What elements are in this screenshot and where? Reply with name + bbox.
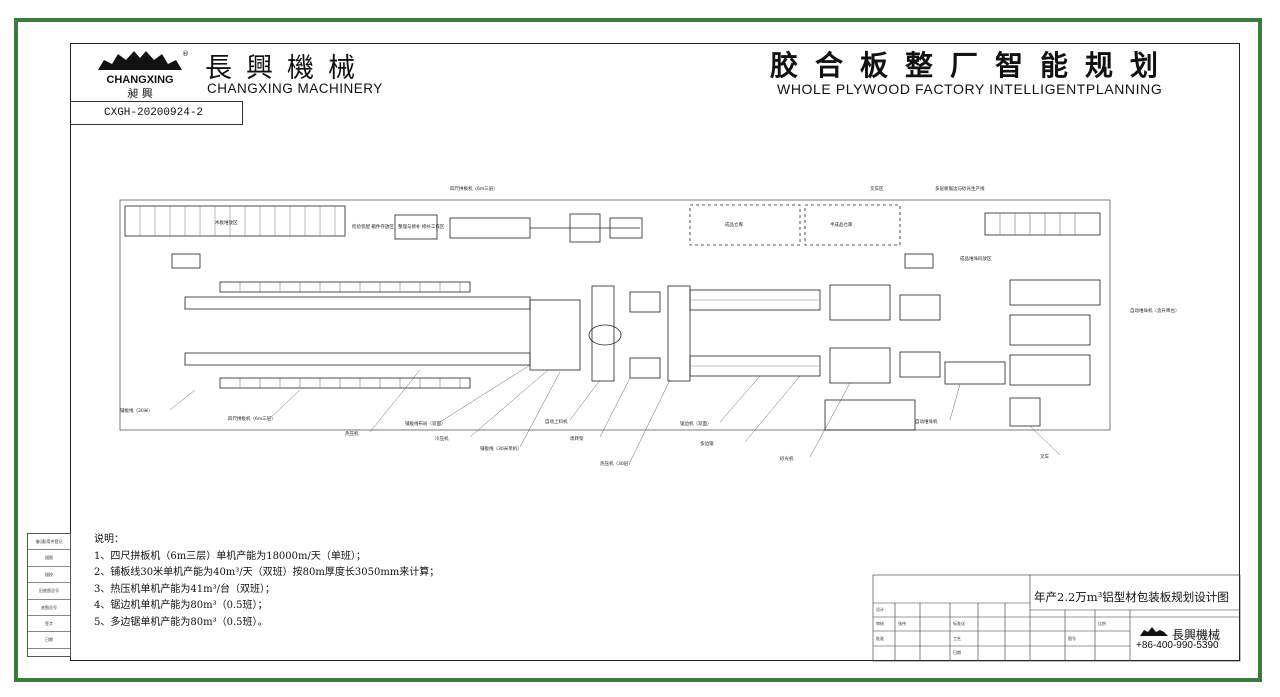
side-cell: 借(通)用件登记 <box>28 534 70 551</box>
hot-press-right <box>667 285 691 382</box>
callout-13: 自动堆垛机 <box>915 418 938 425</box>
brand-cn: 長興機械 <box>205 53 369 84</box>
svg-text:®: ® <box>182 50 189 58</box>
title-block-phone: +86-400-990-5390 <box>1136 640 1219 651</box>
label-right-2: 多层板锯边与砂光生产线 <box>935 185 985 192</box>
side-cell: 签字 <box>28 616 70 633</box>
tb-cell: 张伟 <box>898 621 906 626</box>
edge-saw-upper <box>829 284 891 321</box>
label-right-side: 自动堆垛机（含升降台） <box>1130 307 1180 314</box>
note-item: 5、多边锯单机产能为80m³（0.5班）。 <box>94 616 268 628</box>
forklift-left <box>171 253 201 269</box>
label-right-1: 叉车区 <box>870 185 884 192</box>
stacking-area-upper <box>1009 279 1101 306</box>
note-item: 4、锯边机单机产能为80m³（0.5班）； <box>94 600 268 611</box>
title-block-logo-icon <box>1140 627 1168 636</box>
callout-10: 锯边机（双面） <box>680 420 712 427</box>
side-registration-table: 借(通)用件登记 描图 描校 旧底图总号 底图总号 签字 日期 <box>27 533 71 657</box>
callout-3: 热压机 <box>345 430 359 437</box>
laying-line-upper-conveyor <box>184 296 531 310</box>
turntable <box>588 324 622 346</box>
cold-press-block <box>529 299 581 371</box>
callout-9: 热压机（30层） <box>600 460 633 467</box>
label-inspect-area: 检验装配 箱件存放区 <box>352 223 394 230</box>
plant-boundary <box>119 199 1111 431</box>
callout-2: 四尺拼板机（6m三层） <box>228 415 276 422</box>
brand-en: CHANGXING MACHINERY <box>207 81 383 96</box>
callout-4: 铺板线布局（双面） <box>405 420 446 427</box>
page-title-en: WHOLE PLYWOOD FACTORY INTELLIGENTPLANNIN… <box>777 81 1163 97</box>
callout-1: 铺板线（30米） <box>120 407 153 414</box>
forklift-right <box>904 253 934 269</box>
laying-line-lower-conveyor <box>184 352 531 366</box>
side-cell: 描图 <box>28 550 70 567</box>
drawing-number: CXGH-20200924-2 <box>71 101 243 125</box>
callout-5: 冷压机 <box>435 435 449 442</box>
laying-line-lower-belt <box>219 377 471 389</box>
note-item: 1、四尺拼板机（6m三层）单机产能为18000m/天（单班）； <box>94 550 366 562</box>
semi-finished-warehouse <box>804 204 901 246</box>
callout-7: 自动上料机 <box>545 418 568 425</box>
outer-green-frame <box>14 18 1262 682</box>
title-block-title: 年产2.2万m³铝型材包装板规划设计图 <box>1034 590 1229 604</box>
finished-warehouse <box>689 204 801 246</box>
laying-line-upper-belt <box>219 281 471 293</box>
logo-text: CHANGXING <box>106 74 173 86</box>
note-item: 2、铺板线30米单机产能为40m³/天（双班）按80m厚度长3050mm来计算； <box>94 567 440 578</box>
callout-11: 多边锯 <box>700 440 714 447</box>
four-ft-machine <box>449 217 531 239</box>
tb-cell: 设计 <box>876 607 884 612</box>
notes-heading: 说明： <box>94 534 124 545</box>
side-cell: 日期 <box>28 632 70 649</box>
label-right-3: 成品堆垛码放区 <box>960 255 992 262</box>
label-mid-area-2: 半成品仓库 <box>830 221 853 228</box>
title-block-company: 長興機械 <box>1172 628 1221 642</box>
side-cell: 旧底图总号 <box>28 583 70 600</box>
tb-cell: 工艺 <box>953 636 961 641</box>
callout-8: 周转架 <box>570 435 584 442</box>
tb-cell: 标准化 <box>953 621 965 626</box>
sanding-line <box>984 212 1101 236</box>
changxing-gear-logo-icon: CHANGXING 昶 興 ® <box>98 50 189 100</box>
tb-cell: 比例 <box>1098 621 1106 626</box>
callout-14: 叉车 <box>1040 453 1049 460</box>
label-four-ft-machine: 四尺拼板机（6m三层） <box>450 185 498 192</box>
auxiliary-equipment <box>824 399 916 431</box>
notes-block: 说明： 1、四尺拼板机（6m三层）单机产能为18000m/天（单班）； 2、铺板… <box>94 532 439 631</box>
tb-cell: 图号 <box>1068 636 1076 641</box>
hot-press-left <box>591 285 615 382</box>
side-cell: 描校 <box>28 567 70 584</box>
note-item: 3、热压机单机产能为41m³/台（双班）； <box>94 583 275 595</box>
edge-saw-lower <box>829 347 891 384</box>
side-cell: 底图总号 <box>28 600 70 616</box>
logo-sub: 昶 興 <box>127 87 153 100</box>
page-title-cn: 胶合板整厂智能规划 <box>770 49 1176 82</box>
tb-cell: 审核 <box>876 621 884 626</box>
label-repair-area: 整理与修补 修补工作区 <box>398 223 445 230</box>
tb-cell: 日期 <box>953 650 961 655</box>
tb-cell: 批准 <box>876 636 884 641</box>
repair-area-box <box>394 214 438 240</box>
label-top-left-area: 木板堆放区 <box>215 219 238 226</box>
callout-6: 铺板线（30米单机） <box>480 445 522 452</box>
storage-block <box>124 205 346 237</box>
drawing-sheet-border <box>70 43 1240 661</box>
label-mid-area-1: 成品仓库 <box>725 221 743 228</box>
callout-12: 砂光机 <box>780 455 794 462</box>
